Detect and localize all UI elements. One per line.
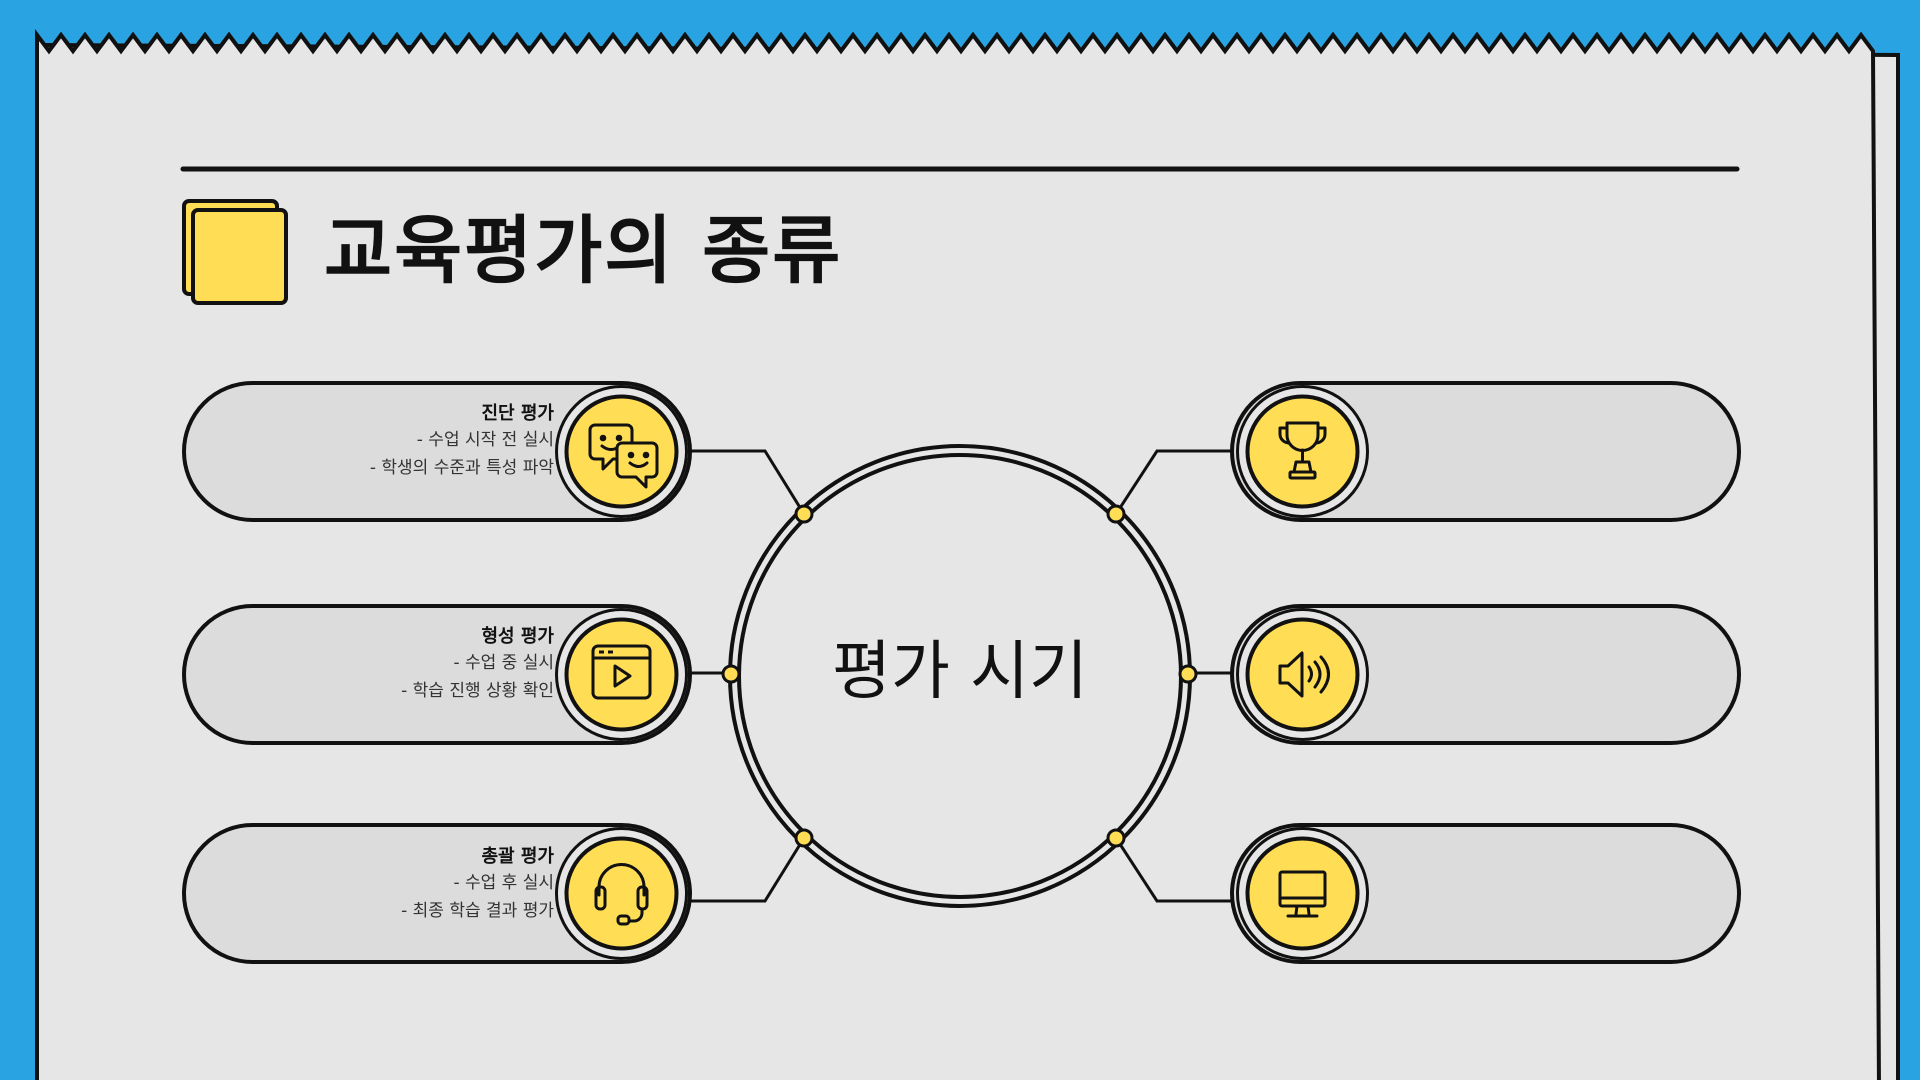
left-item-2-line-1: - 수업 중 실시 (453, 653, 554, 673)
connector-dots (721, 504, 1198, 848)
video-player-icon (591, 644, 652, 700)
left-item-3-line-2: - 최종 학습 결과 평가 (401, 901, 554, 921)
right-pill-1 (1230, 381, 1741, 522)
left-item-3-text: 총괄 평가 - 수업 후 실시 - 최종 학습 결과 평가 (224, 845, 554, 925)
center-label: 평가 시기 (832, 635, 1088, 709)
speech-bubbles-icon (588, 423, 659, 489)
left-item-1-line-2: - 학생의 수준과 특성 파악 (369, 458, 554, 478)
monitor-icon (1278, 870, 1327, 918)
title-square-icon (182, 199, 288, 305)
left-item-1-title: 진단 평가 (481, 403, 554, 424)
headset-icon (594, 863, 649, 926)
left-item-3-line-1: - 수업 후 실시 (453, 873, 554, 893)
left-item-3-title: 총괄 평가 (481, 846, 554, 867)
left-item-1-text: 진단 평가 - 수업 시작 전 실시 - 학생의 수준과 특성 파악 (224, 402, 554, 482)
left-pill-3 (182, 823, 692, 964)
left-item-2-title: 형성 평가 (481, 626, 554, 647)
left-item-2-text: 형성 평가 - 수업 중 실시 - 학습 진행 상황 확인 (224, 625, 554, 705)
page-title: 교육평가의 종류 (324, 208, 843, 294)
left-item-2-line-2: - 학습 진행 상황 확인 (401, 681, 554, 701)
left-item-1-line-1: - 수업 시작 전 실시 (416, 430, 554, 450)
right-pill-3 (1230, 823, 1741, 964)
speaker-icon (1278, 651, 1330, 698)
trophy-icon (1278, 421, 1327, 480)
right-pill-2 (1230, 604, 1741, 745)
